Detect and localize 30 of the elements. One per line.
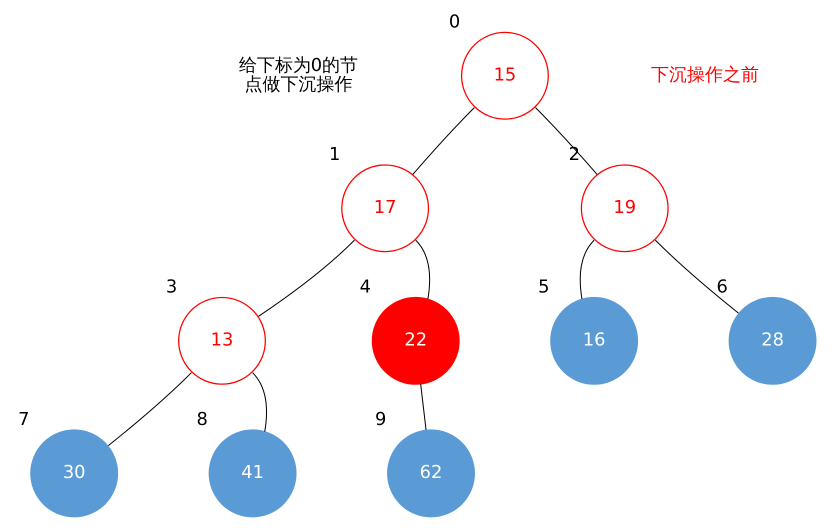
node-label: 1 xyxy=(329,144,340,166)
node-circle: 19 xyxy=(580,164,669,252)
node-circle: 15 xyxy=(460,32,549,120)
node-circle: 22 xyxy=(372,296,460,385)
label: 给下标为0的节点做下沉操作 xyxy=(238,54,358,96)
node-circle: 62 xyxy=(387,429,475,518)
connector xyxy=(654,240,739,314)
connector xyxy=(108,372,192,446)
connector xyxy=(415,240,430,300)
node-label: 9 xyxy=(374,409,386,430)
node-label: 3 xyxy=(166,276,178,298)
node-label: 0 xyxy=(448,12,460,33)
node-label: 8 xyxy=(196,409,208,430)
node-circle: 13 xyxy=(178,296,266,385)
connector xyxy=(412,107,475,175)
connector xyxy=(258,240,355,317)
node-label: 6 xyxy=(716,276,728,298)
connector xyxy=(420,384,427,430)
node-circle: 41 xyxy=(208,429,297,518)
node-label: 4 xyxy=(360,276,371,298)
label: 下沉操作之前 xyxy=(651,64,760,86)
connector xyxy=(535,107,598,175)
connector xyxy=(580,240,595,300)
connector xyxy=(252,372,267,432)
node-label: 7 xyxy=(18,409,30,430)
node-label: 5 xyxy=(538,276,550,298)
node-circle: 28 xyxy=(728,296,817,385)
node-circle: 30 xyxy=(30,429,118,518)
node-circle: 17 xyxy=(341,164,430,252)
node-circle: 16 xyxy=(550,296,638,385)
